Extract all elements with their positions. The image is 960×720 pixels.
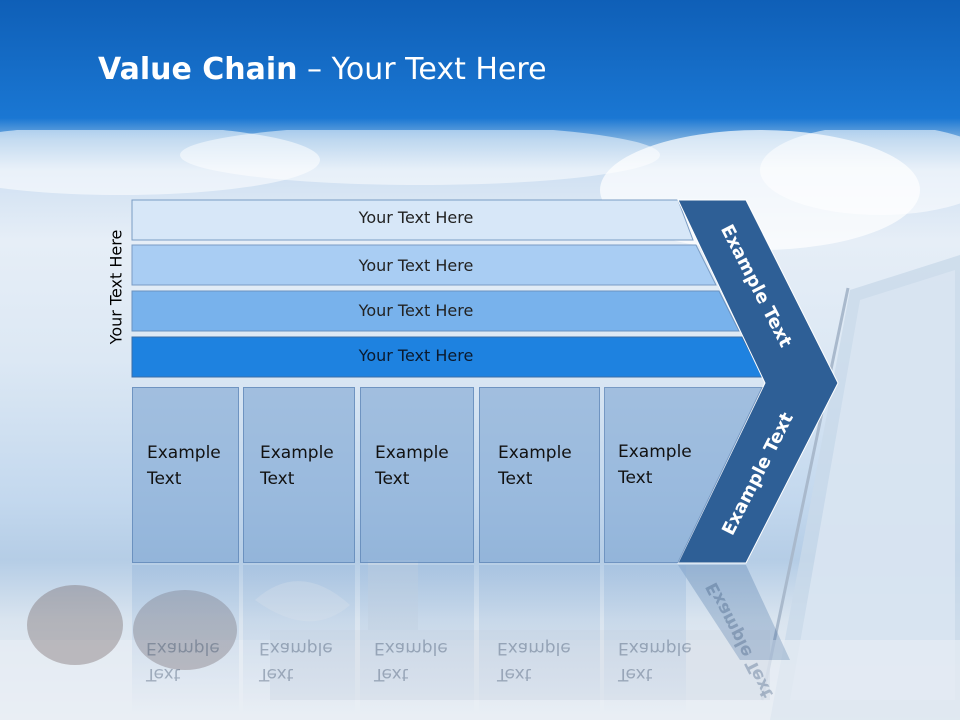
chevron-arrow [677,199,839,564]
column-5-shape [604,387,763,563]
column-3-line2: Text [375,469,410,489]
column-5-line2: Text [618,468,653,488]
column-4-line2: Text [498,469,533,489]
title-rest: – Your Text Here [297,52,547,87]
bar-2-shape [131,244,717,286]
bar-3-shape [131,290,740,332]
column-2-line2: Text [260,469,295,489]
bar-3-label: Your Text Here [358,301,474,320]
column-2-line1: Example [260,443,334,463]
bar-1-label: Your Text Here [358,208,474,227]
bar-2-label: Your Text Here [358,256,474,275]
column-4-line1: Example [498,443,572,463]
column-1-line2: Text [147,469,182,489]
slide-title: Value Chain – Your Text Here [98,52,547,87]
column-1-line1: Example [147,443,221,463]
chevron-reflection [678,565,790,660]
column-5-line1: Example [618,442,692,462]
bar-1-shape [131,199,694,241]
column-3-line1: Example [375,443,449,463]
bar-4-label: Your Text Here [358,346,474,365]
title-bold: Value Chain [98,52,298,87]
